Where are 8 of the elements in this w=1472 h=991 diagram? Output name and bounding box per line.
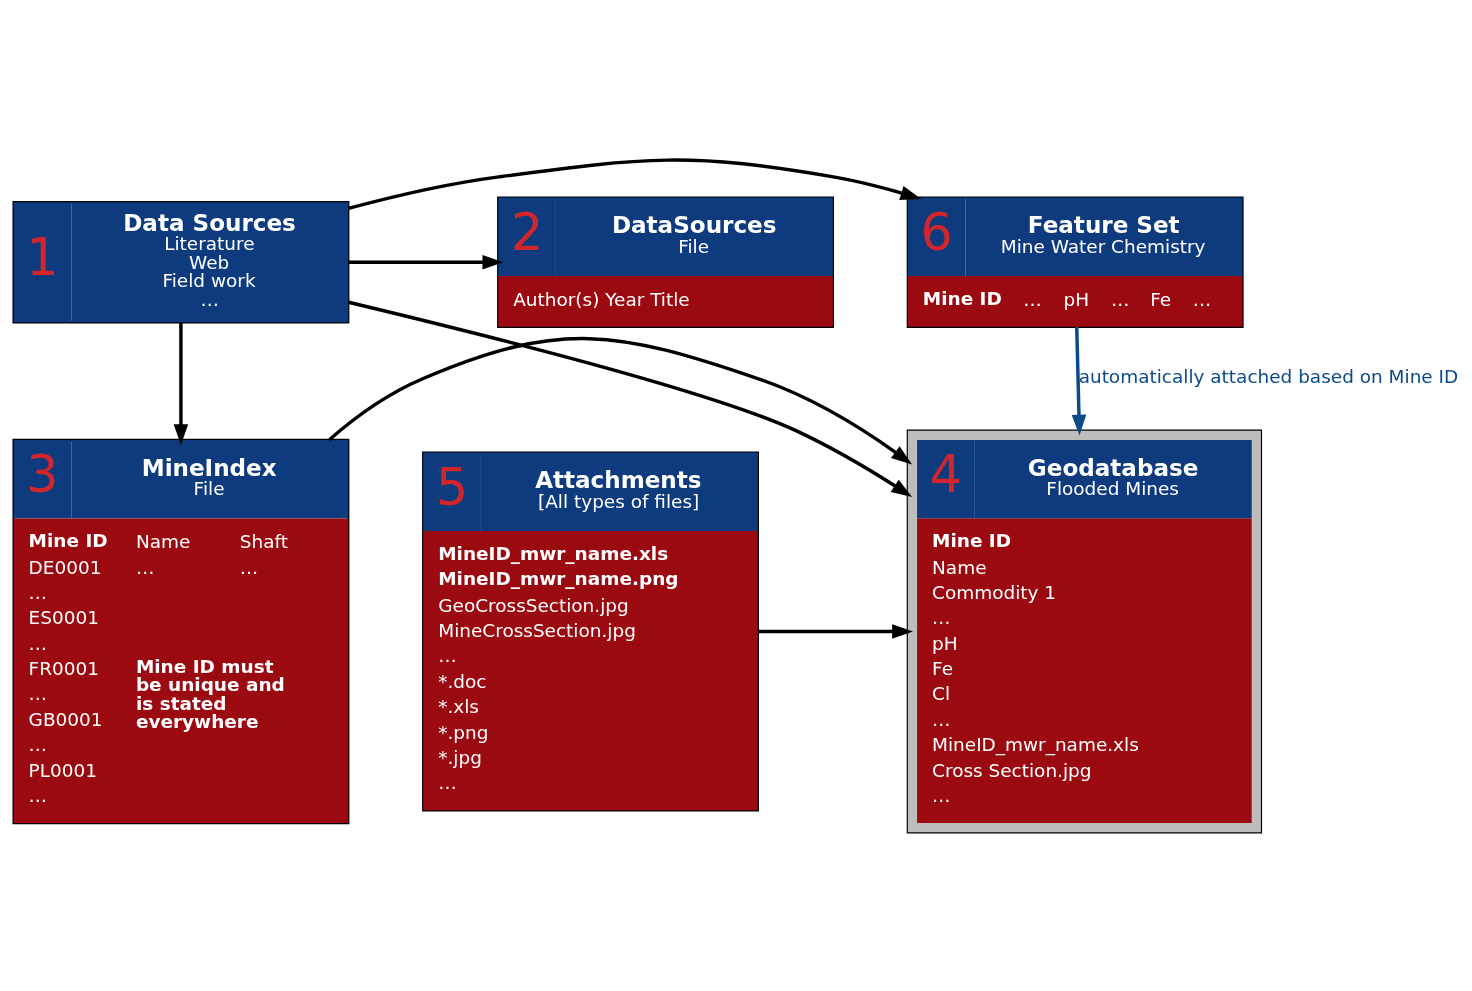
arrow [173, 321, 188, 445]
arrow [1071, 326, 1086, 436]
arrow [327, 336, 912, 464]
arrow [757, 623, 913, 639]
arrow [347, 157, 921, 210]
arrow [347, 254, 503, 269]
arrow [347, 300, 912, 497]
edge-label: automatically attached based on Mine ID [1078, 365, 1458, 387]
